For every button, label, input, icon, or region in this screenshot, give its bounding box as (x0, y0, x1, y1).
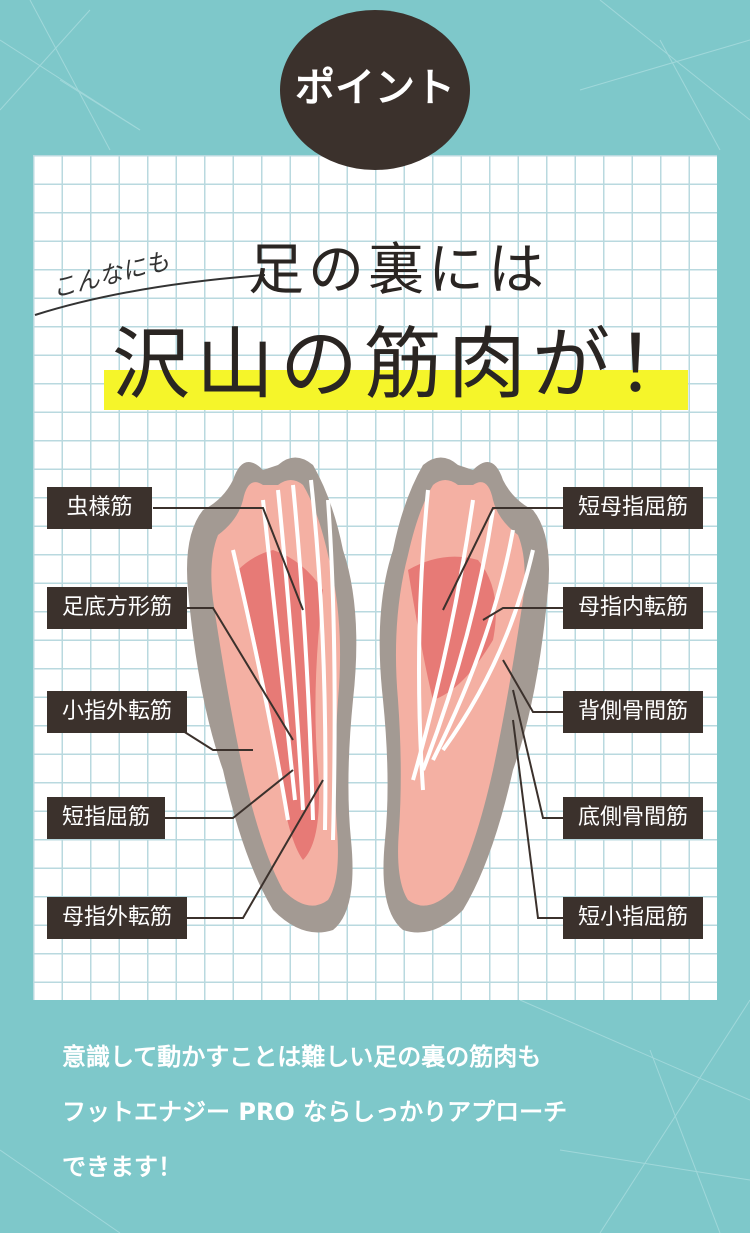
muscle-label-right-5: 短小指屈筋 (563, 897, 703, 939)
description-text: 意識して動かすことは難しい足の裏の筋肉も フットエナジー PRO ならしっかりア… (62, 1030, 702, 1195)
muscle-label-right-2: 母指内転筋 (563, 587, 703, 629)
point-badge: ポイント (280, 10, 470, 170)
heading-line1: 足の裏には (248, 238, 548, 303)
muscle-label-left-1: 虫様筋 (47, 487, 152, 529)
handwritten-underline (34, 274, 266, 316)
muscle-label-left-3: 小指外転筋 (47, 691, 187, 733)
muscle-label-right-1: 短母指屈筋 (563, 487, 703, 529)
muscle-label-left-2: 足底方形筋 (47, 587, 187, 629)
left-foot-illustration (187, 457, 357, 933)
description-line-1: 意識して動かすことは難しい足の裏の筋肉も (62, 1043, 542, 1071)
heading-line2: 沢山の筋肉が！ (112, 320, 701, 410)
muscle-label-left-4: 短指屈筋 (47, 797, 165, 839)
point-badge-label: ポイント (295, 65, 455, 111)
muscle-label-right-4: 底側骨間筋 (563, 797, 703, 839)
feet-muscle-illustration (152, 457, 563, 933)
description-line-2: フットエナジー PRO ならしっかりアプローチ (62, 1098, 568, 1126)
muscle-label-right-3: 背側骨間筋 (563, 691, 703, 733)
grid-panel (33, 155, 717, 1000)
leader-lines (152, 507, 563, 919)
heading-highlight (104, 370, 688, 410)
right-foot-illustration (379, 457, 549, 933)
muscle-label-left-5: 母指外転筋 (47, 897, 187, 939)
description-line-3: できます！ (62, 1153, 182, 1181)
